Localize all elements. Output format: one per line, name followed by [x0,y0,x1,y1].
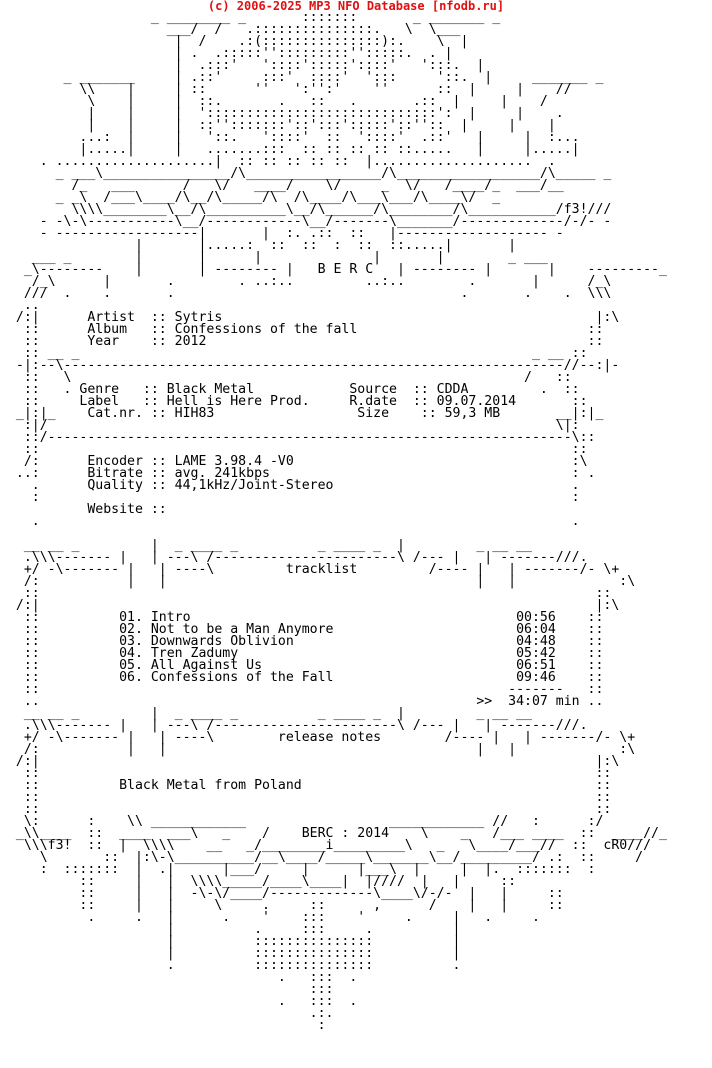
nfo-line: . ::::::::::::::: . [0,958,461,973]
nfo-line: .:. [0,1006,334,1021]
nfo-line: : [0,1018,326,1033]
nfo-line: :: 06. Confessions of the Fall 09:46 :: [0,670,604,685]
nfo-line: . . | . ' ::: ' . | . . [0,910,540,925]
nfo-line: /_\ | . . ..:.. ..:.. . | /_\ [0,274,612,289]
nfo-line: :: ------- :: [0,682,604,697]
nfo-line: /:| Artist :: Sytris |:\ [0,310,620,325]
nfo-line: /: | | | | :\ [0,574,636,589]
nfo-line: | | | ':::::::::::::::::::::::::::::': |… [0,106,564,121]
nfo-line: +/ -\------- | | ----\ release notes /--… [0,730,636,745]
nfo-line: \ :: |:\-\__________/__\____/_____\_____… [0,850,644,865]
nfo-line: __ __ _ | _ ____ _ _ ____ _ | _ __ __ [0,538,532,553]
nfo-line: /: | | | | :\ [0,742,636,757]
nfo-line: :: | | \ . :: , / | | :: [0,898,564,913]
nfo-line: -|:--\----------------------------------… [0,358,620,373]
nfo-line: \: : \\ ____________ ____________ // : :… [0,814,604,829]
nfo-line: : ::::::: | .| |___/ | |___\ | | |. ::::… [0,862,596,877]
nfo-line: ___/ / .:::::::::::::::. \ \___ [0,22,461,37]
nfo-line: . ::: . [0,970,358,985]
nfo-line: _|:|_ Cat.nr. :: HIH83 Size :: 59,3 MB _… [0,406,604,421]
nfo-line: .\\\------- | | ---\ /------------------… [0,550,588,565]
nfo-line: :: 03. Downwards Oblivion 04:48 :: [0,634,604,649]
nfo-line: _\-------- | | -------- | B E R C | ----… [0,262,667,277]
nfo-line: :: 05. All Against Us 06:51 :: [0,658,604,673]
nfo-line: :: :: [0,802,612,817]
nfo-line: :: | | -\-\/____/-------------\____\/-/-… [0,886,564,901]
nfo-line: \\\\________\__/\__________\__/\______/\… [0,202,612,217]
nfo-line: :: \ / :: [0,370,572,385]
nfo-line: . . [0,514,580,529]
nfo-line: | |.....: :: :: : :: ::.....| | [0,238,517,253]
nfo-line: Website :: [0,502,167,517]
nfo-line: :: 04. Tren Zadumy 05:42 :: [0,646,604,661]
nfo-line: :: Black Metal from Poland :: [0,778,612,793]
nfo-line: +/ -\------- | | ----\ tracklist /---- |… [0,562,620,577]
nfo-line: : : [0,490,580,505]
nfo-line: :: | | \\\\_____/____\____| |//// | | :: [0,874,517,889]
nfo-line: | / .:(:::::::::::::::):. \ | [0,34,469,49]
nfo-line: | . .:::::'':::::::::'':::::. . | [0,46,453,61]
nfo-line: /:| |:\ [0,598,620,613]
nfo-line: ::/-------------------------------------… [0,430,596,445]
nfo-line: :: 02. Not to be a Man Anymore 06:04 :: [0,622,604,637]
nfo-line: . Quality :: 44,1kHz/Joint-Stereo . [0,478,580,493]
nfo-line: :: . Genre :: Black Metal Source :: CDDA… [0,382,580,397]
nfo-line: \\ | | :: '' ':'':' '' :: | | // [0,82,572,97]
nfo-line: ...: | | '::. '::::' :: '::::' .::' | | … [0,130,580,145]
nfo-line: :: :: [0,790,612,805]
nfo-line: /_ ___ / \/ ____/ \/ _ \/ /____/_ ___/__ [0,178,564,193]
nfo-line: /: Encoder :: LAME 3.98.4 -V0 :\ [0,454,588,469]
nfo-line: \\\f3! :: | \\\\ __ _/________i_________… [0,838,652,853]
nfo-line: | ::::::::::::::: | [0,946,461,961]
nfo-line: \ | | ::. . :: . .:: | | / [0,94,548,109]
nfo-line: .. [0,298,40,313]
nfo-line: .\\\------- | | ---\ /------------------… [0,718,588,733]
nfo-line: :: :: [0,766,612,781]
nfo-line: :: Year :: 2012 :: [0,334,604,349]
nfo-line: - -\-\-----------\__/------------\__/---… [0,214,612,229]
nfo-line: . ::: . [0,994,358,1009]
nfo-ascii-document: _ ________ _ ::::::: _ _______ _ ___/ / … [0,10,712,1033]
nfo-line: | ::::::::::::::: | [0,934,461,949]
nfo-line: _ ___\________________/\________________… [0,166,612,181]
nfo-line: :: __ _ _ __ :: [0,346,588,361]
nfo-line: :: Label :: Hell is Here Prod. R.date ::… [0,394,588,409]
nfo-line: | .:::' '::::':::::'::::' ':::. | [0,58,485,73]
nfo-line: . ....................| :: :: :: :: :: |… [0,154,556,169]
nfo-line: _ ________ _ ::::::: _ _______ _ [0,10,501,25]
nfo-line: - ------------------| | :. .:: :: |-----… [0,226,564,241]
nfo-line: __ __ _ | _ ____ _ _ ____ _ | _ __ __ [0,706,532,721]
nfo-line: _ _______ | .::' :::' ::::' '::: '::. | … [0,70,604,85]
nfo-line: ___ _ | | | | | _ ___ [0,250,548,265]
nfo-line: | . ::: . | [0,922,461,937]
nfo-line: _ _\ /___\____/\__/\_____/\ /\____/\___\… [0,190,501,205]
site-credit-header: (c) 2006-2025 MP3 NFO Database [nfodb.ru… [207,0,505,13]
nfo-line: | | | ::'':::::::'::':::':::::'::'':: | … [0,118,556,133]
nfo-line: :: 01. Intro 00:56 :: [0,610,604,625]
nfo-line: |.....| | .......::: :: :: :: :: ::.....… [0,142,580,157]
nfo-line: :: :: [0,442,588,457]
nfo-line: .. >> 34:07 min .. [0,694,604,709]
nfo-line: :: Album :: Confessions of the fall :: [0,322,604,337]
nfo-line: :: :: [0,586,612,601]
nfo-line: /:| |:\ [0,754,620,769]
nfo-line: ..: Bitrate :: avg. 241kbps : . [0,466,596,481]
nfo-line: :|/ \|: [0,418,580,433]
nfo-line: ::: [0,982,334,997]
nfo-line: _\\____ :: ____ ___\ _ / BERC : 2014 \ _… [0,826,667,841]
nfo-line: /// . . . . . . \\\ [0,286,612,301]
